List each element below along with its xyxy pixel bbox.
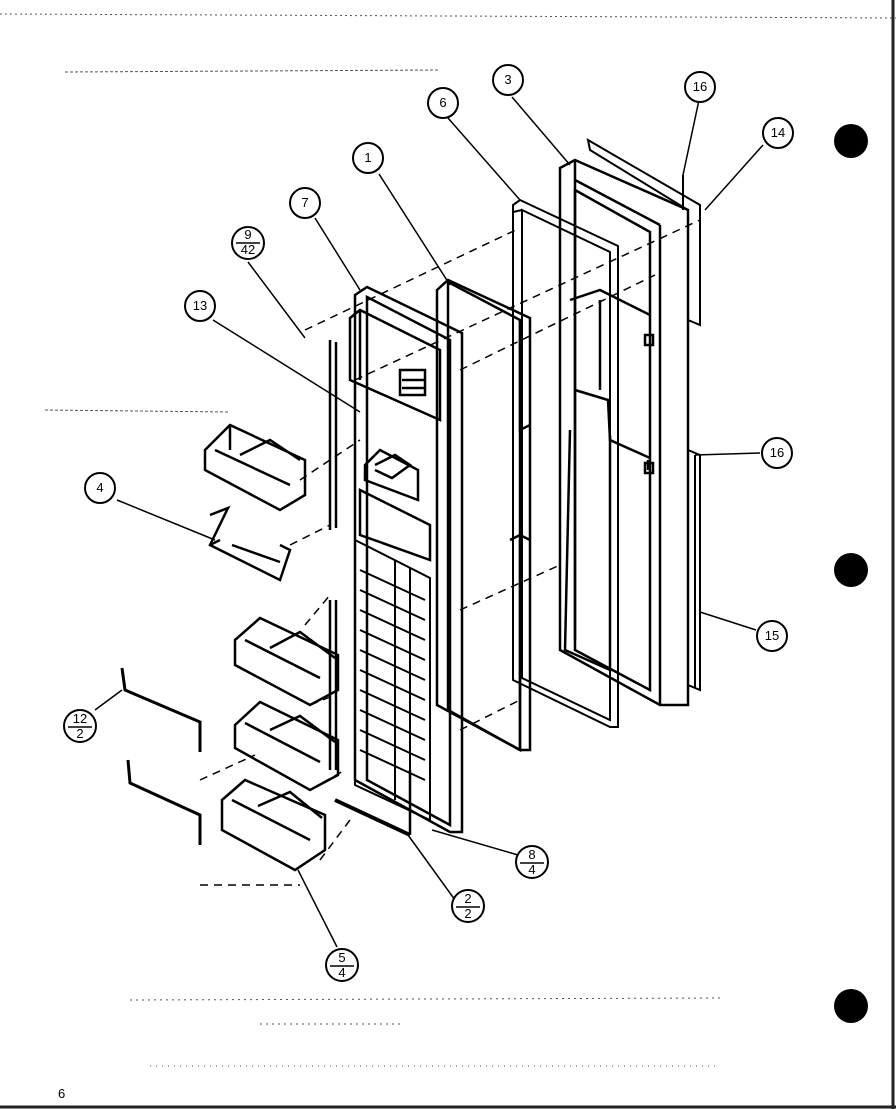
callout-1: 1 (352, 142, 384, 174)
callout-16-top: 16 (684, 71, 716, 103)
binder-hole (834, 553, 868, 587)
callout-numerator: 9 (244, 227, 251, 242)
callout-label: 15 (765, 628, 779, 643)
callout-label: 14 (771, 125, 785, 140)
assembly-lines (199, 219, 701, 886)
callout-label: 13 (193, 298, 207, 313)
callout-label: 16 (693, 79, 707, 94)
part-door-back-panel (586, 138, 701, 692)
binder-hole (834, 124, 868, 158)
callout-numerator: 8 (528, 847, 535, 862)
binder-holes (834, 124, 868, 1023)
part-4-bin-cover (208, 505, 292, 582)
callout-9-42: 9 42 (231, 226, 265, 260)
part-left-trim-strips (328, 340, 412, 837)
leader-lines (94, 96, 764, 948)
part-3-outer-door (558, 158, 690, 707)
callout-5-4: 5 4 (325, 948, 359, 982)
part-door-bins (203, 423, 340, 872)
callout-numerator: 5 (338, 950, 345, 965)
callout-15: 15 (756, 620, 788, 652)
callout-16-bottom: 16 (761, 437, 793, 469)
door-bin-top (203, 423, 307, 512)
callout-13: 13 (184, 290, 216, 322)
callout-2-2: 2 2 (451, 889, 485, 923)
callout-numerator: 2 (464, 891, 471, 906)
callout-denominator: 2 (464, 906, 471, 921)
callout-denominator: 42 (241, 242, 255, 257)
door-bin-bottom (220, 778, 327, 872)
callout-label: 1 (364, 150, 371, 165)
callout-4: 4 (84, 472, 116, 504)
callout-label: 7 (301, 195, 308, 210)
page-number: 6 (58, 1086, 66, 1101)
part-1-door-liner (435, 278, 532, 753)
callout-14: 14 (762, 117, 794, 149)
part-12-shelf-rails (120, 667, 202, 845)
callout-12-2: 12 2 (63, 709, 97, 743)
callout-8-4: 8 4 (515, 845, 549, 879)
callout-numerator: 12 (73, 711, 87, 726)
callout-label: 16 (770, 445, 784, 460)
callout-6: 6 (427, 87, 459, 119)
binder-hole (834, 989, 868, 1023)
door-bin-2 (233, 616, 340, 707)
callout-denominator: 2 (76, 726, 83, 741)
callout-label: 3 (504, 72, 511, 87)
door-bin-3 (233, 700, 340, 792)
callout-label: 4 (96, 480, 103, 495)
callout-denominator: 4 (338, 965, 345, 980)
callout-denominator: 4 (528, 862, 535, 877)
callout-label: 6 (439, 95, 446, 110)
part-shelf-rack (354, 538, 431, 822)
callout-7: 7 (289, 187, 321, 219)
callout-3: 3 (492, 64, 524, 96)
